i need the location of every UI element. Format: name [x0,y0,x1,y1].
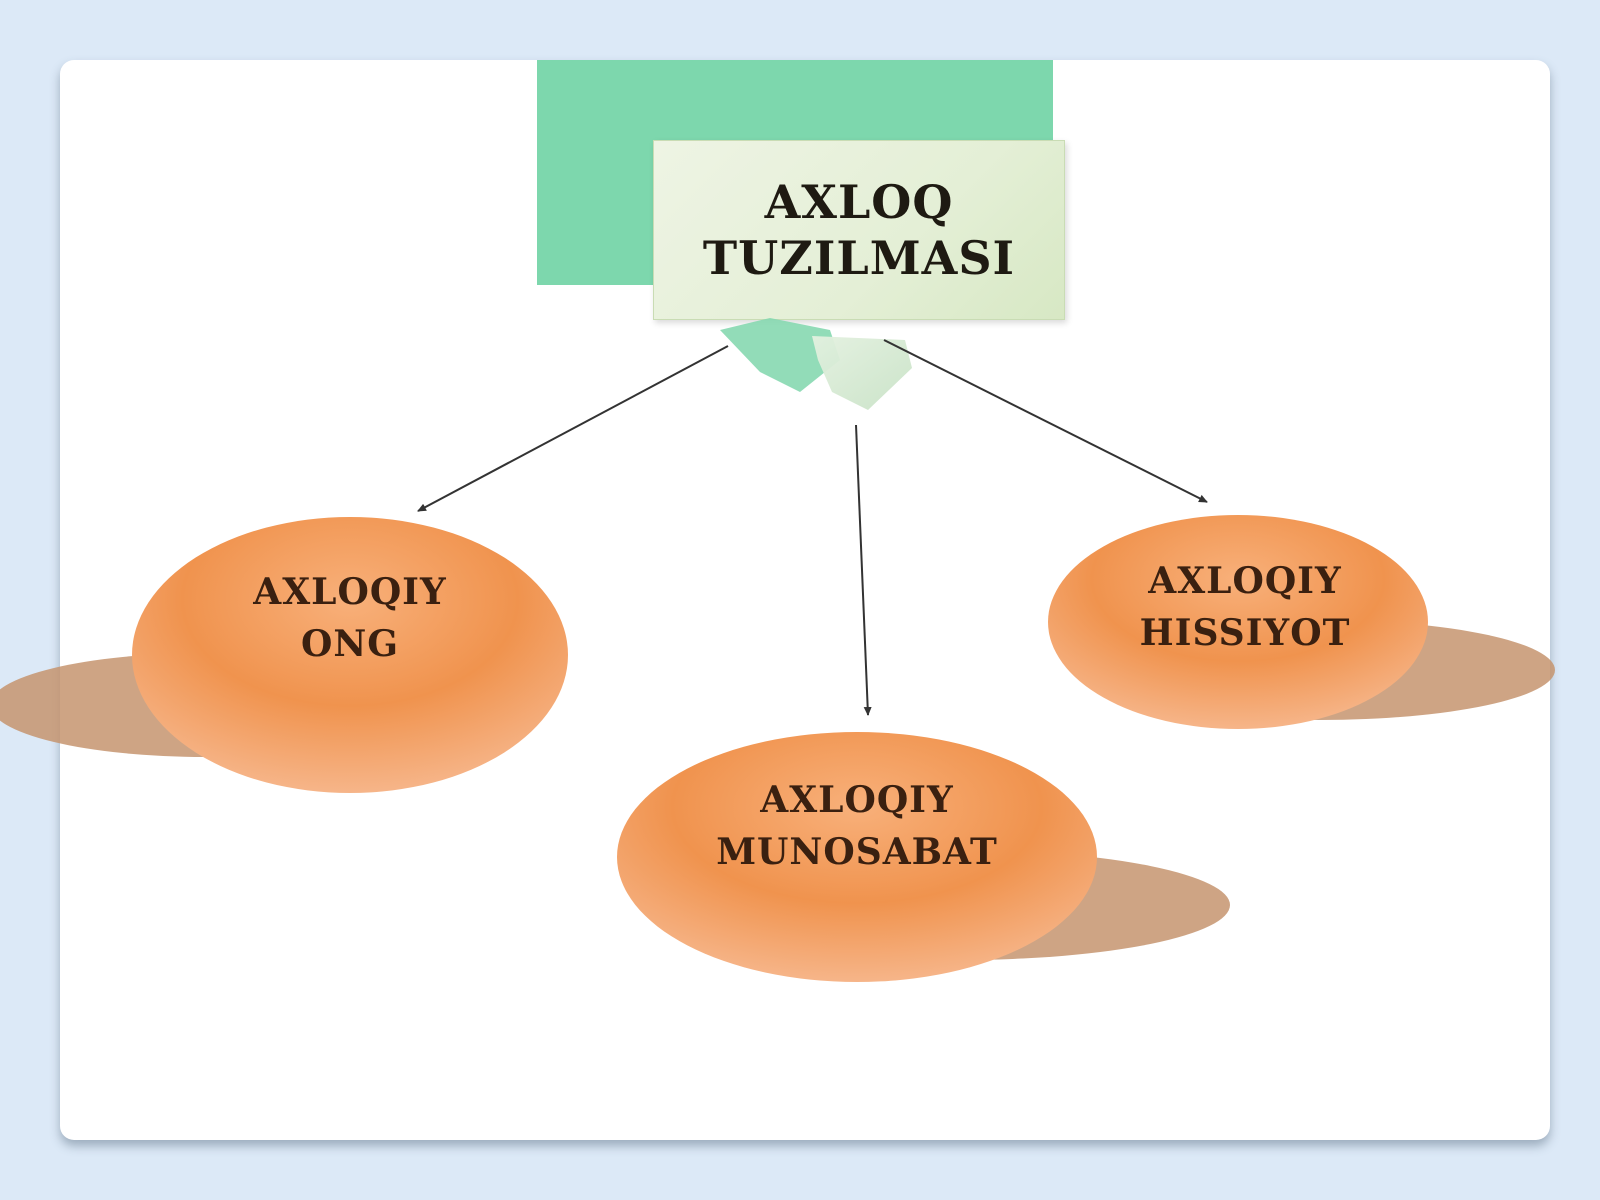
node-label-hissiyot: AXLOQIY HISSIYOT [1085,555,1405,659]
node-munosabat-line-1: AXLOQIY [760,779,954,821]
title-box: AXLOQ TUZILMASI [653,140,1065,320]
node-label-munosabat: AXLOQIY MUNOSABAT [677,774,1037,878]
node-hissiyot-line-2: HISSIYOT [1139,612,1351,654]
arrow-to-ong [417,345,729,512]
node-label-ong: AXLOQIY ONG [190,566,510,670]
node-hissiyot-line-1: AXLOQIY [1148,560,1342,602]
node-ellipse-munosabat [617,732,1097,982]
arrow-to-munosabat [855,424,872,716]
decorative-chevrons [720,318,912,410]
arrow-to-hissiyot [883,339,1208,503]
title-line-1: AXLOQ [764,175,954,229]
node-ellipse-hissiyot [1048,515,1428,729]
node-ellipse-ong [132,517,568,793]
node-ong-line-2: ONG [300,623,399,665]
node-ong-line-1: AXLOQIY [253,571,447,613]
title-line-2: TUZILMASI [702,231,1016,285]
node-munosabat-line-2: MUNOSABAT [716,831,998,873]
